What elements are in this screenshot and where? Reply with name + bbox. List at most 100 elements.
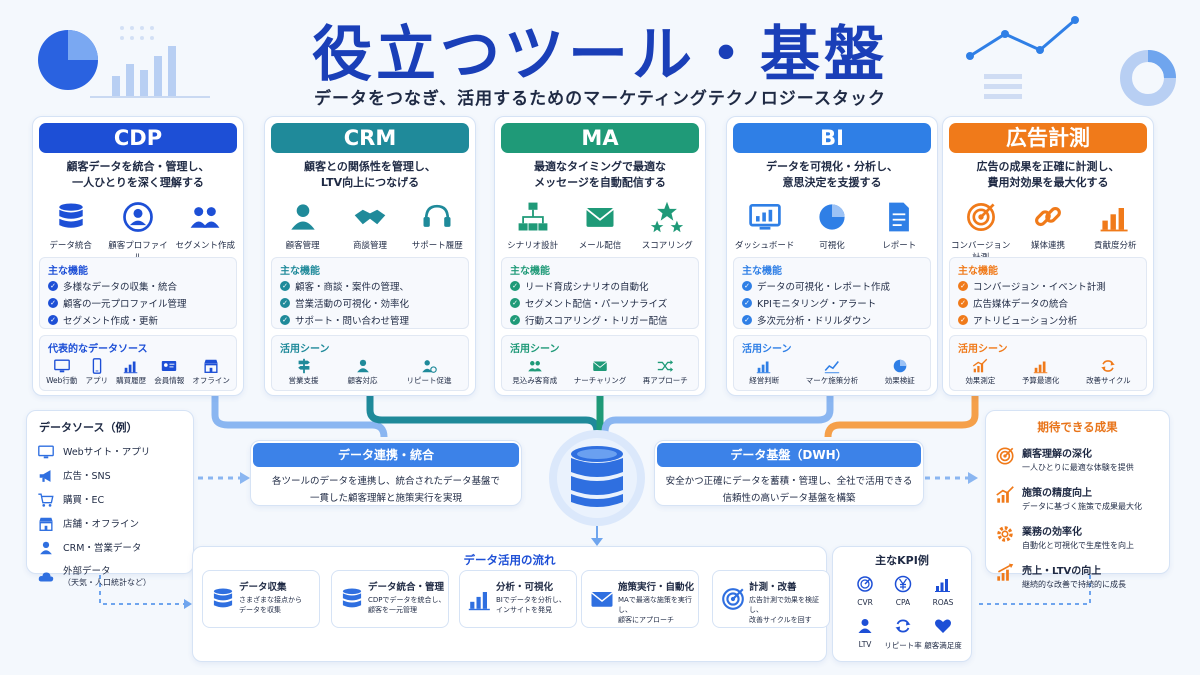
feature-item: メール配信 [567, 199, 633, 251]
monitor-icon [46, 357, 77, 375]
cycle-icon [881, 616, 925, 638]
dwh-line1: 安全かつ正確にデータを蓄積・管理し、全社で活用できる [665, 476, 913, 487]
data-source-item: 外部データ（天気・人口統計など） [37, 563, 193, 588]
function-bullet: ✓リード育成シナリオの自動化 [510, 279, 698, 293]
kpi-label: ROAS [932, 598, 954, 607]
scenes-title: 活用シーン [280, 344, 330, 355]
function-bullet: ✓ 行動スコアリング・トリガー配信 [510, 313, 698, 327]
card-desc-line1: データを可視化・分析し、 [766, 160, 898, 173]
functions-title: 主な機能 [742, 266, 782, 277]
function-text: セグメント配信・パーソナライズ [525, 299, 668, 310]
flow-step-desc-line1: さまざまな接点から [239, 596, 302, 604]
kpi-label: リピート率 [884, 641, 922, 650]
scene-item: 会員情報 [154, 357, 184, 386]
feature-item: 媒体連携 [1015, 199, 1081, 263]
scene-label: 効果検証 [884, 376, 915, 385]
feature-item: 顧客管理 [270, 199, 336, 251]
function-text: セグメント作成・更新 [63, 316, 159, 327]
card-features: コンバージョン計測媒体連携貢献度分析 [947, 199, 1149, 263]
feature-label: 貢献度分析 [1094, 241, 1137, 251]
scene-item: ナーチャリング [574, 357, 626, 386]
data-source-item: 購買・EC [37, 491, 193, 507]
scenes-title: 活用シーン [958, 344, 1008, 355]
kpi-item: CVR [843, 574, 887, 607]
card-description: 顧客との関係性を管理し、LTV向上につなげる [271, 159, 469, 191]
page-subtitle: データをつなぎ、活用するためのマーケティングテクノロジースタック [314, 89, 886, 109]
pie-chart-icon [885, 357, 915, 375]
check-icon: ✓ [510, 315, 520, 325]
flow-step-desc-line2: 顧客にアプローチ [618, 616, 674, 624]
feature-item: 顧客プロファイル [105, 199, 171, 263]
check-icon: ✓ [742, 298, 752, 308]
scene-label: ナーチャリング [573, 376, 627, 385]
results-panel: 期待できる成果 顧客理解の深化一人ひとりに最適な体験を提供施策の精度向上データに… [985, 410, 1170, 589]
kpi-item: ROAS [921, 574, 965, 607]
bar-chart-icon [749, 357, 779, 375]
feature-label: データ統合 [49, 241, 92, 251]
card-desc-line1: 最適なタイミングで最適な [534, 160, 666, 173]
function-bullet: ✓多様なデータの収集・統合 [48, 279, 236, 293]
bar-chart-icon [466, 585, 494, 613]
card-scenes-box: 活用シーン営業支援顧客対応リピート促進 [271, 335, 469, 391]
results-list: 顧客理解の深化一人ひとりに最適な体験を提供施策の精度向上データに基づく施策で成果… [986, 445, 1169, 590]
data-source-label: 店舗・オフライン [63, 519, 140, 530]
document-icon [866, 199, 932, 237]
scene-label: 見込み客育成 [512, 376, 558, 385]
scene-label: オフライン [192, 376, 230, 385]
card-functions-box: 主な機能✓リード育成シナリオの自動化✓セグメント配信・パーソナライズ✓行動スコア… [501, 257, 699, 329]
scene-item: リピート促進 [407, 357, 452, 386]
feature-item: コンバージョン計測 [948, 199, 1014, 263]
growth-icon [994, 562, 1016, 584]
result-title: 売上・LTVの向上 [1022, 566, 1102, 577]
check-icon: ✓ [742, 315, 752, 325]
id-card-icon [154, 357, 184, 375]
data-source-label: Webサイト・アプリ [63, 447, 151, 458]
scene-item: 改善サイクル [1086, 357, 1131, 386]
check-icon: ✓ [958, 298, 968, 308]
stars-icon [634, 199, 700, 237]
person-icon [843, 616, 887, 638]
database-icon [338, 585, 366, 613]
store-icon [37, 515, 55, 531]
check-icon: ✓ [48, 315, 58, 325]
bar-chart-icon [1082, 199, 1148, 237]
scene-item: Web行動 [46, 357, 77, 386]
functions-title: 主な機能 [510, 266, 550, 277]
trend-icon [994, 484, 1016, 506]
function-bullet: ✓アトリビューション分析 [958, 313, 1146, 327]
function-text: 行動スコアリング・トリガー配信 [525, 316, 668, 327]
scene-item: 購買履歴 [116, 357, 146, 386]
bar-chart-icon [921, 574, 965, 596]
dwh-line2: 信頼性の高いデータ基盤を構築 [722, 493, 856, 504]
yen-icon [881, 574, 925, 596]
card-features: ダッシュボード可視化レポート [731, 199, 933, 251]
function-bullet: ✓データの可視化・レポート作成 [742, 279, 930, 293]
function-bullet: ✓サポート・問い合わせ管理 [280, 313, 468, 327]
function-bullet: ✓ セグメント作成・更新 [48, 313, 236, 327]
card-scenes-box: 活用シーン効果測定予算最適化改善サイクル [949, 335, 1147, 391]
monitor-icon [37, 443, 55, 459]
data-source-item: CRM・営業データ [37, 539, 193, 555]
function-bullet: ✓多次元分析・ドリルダウン [742, 313, 930, 327]
result-title: 施策の精度向上 [1022, 488, 1092, 499]
card-scenes-box: 活用シーン経営判断マーケ施策分析効果検証 [733, 335, 931, 391]
check-icon: ✓ [510, 281, 520, 291]
kpi-item: リピート率 [881, 616, 925, 651]
card-functions-box: 主な機能✓多様なデータの収集・統合✓顧客の一元プロファイル管理✓セグメント作成・… [39, 257, 237, 329]
feature-item: スコアリング [634, 199, 700, 251]
feature-label: レポート [882, 241, 917, 251]
page-title: 役立つツール・基盤 [312, 20, 888, 90]
scene-label: 営業支援 [288, 376, 319, 385]
card-title: MA [501, 123, 699, 153]
person-icon [270, 199, 336, 237]
kpi-item: CPA [881, 574, 925, 607]
signpost-icon [289, 357, 319, 375]
function-text: 顧客・商談・案件の管理、 [295, 282, 410, 293]
target-icon [994, 445, 1016, 467]
card-scenes-box: 活用シーン見込み客育成ナーチャリング再アプローチ [501, 335, 699, 391]
headset-icon [404, 199, 470, 237]
